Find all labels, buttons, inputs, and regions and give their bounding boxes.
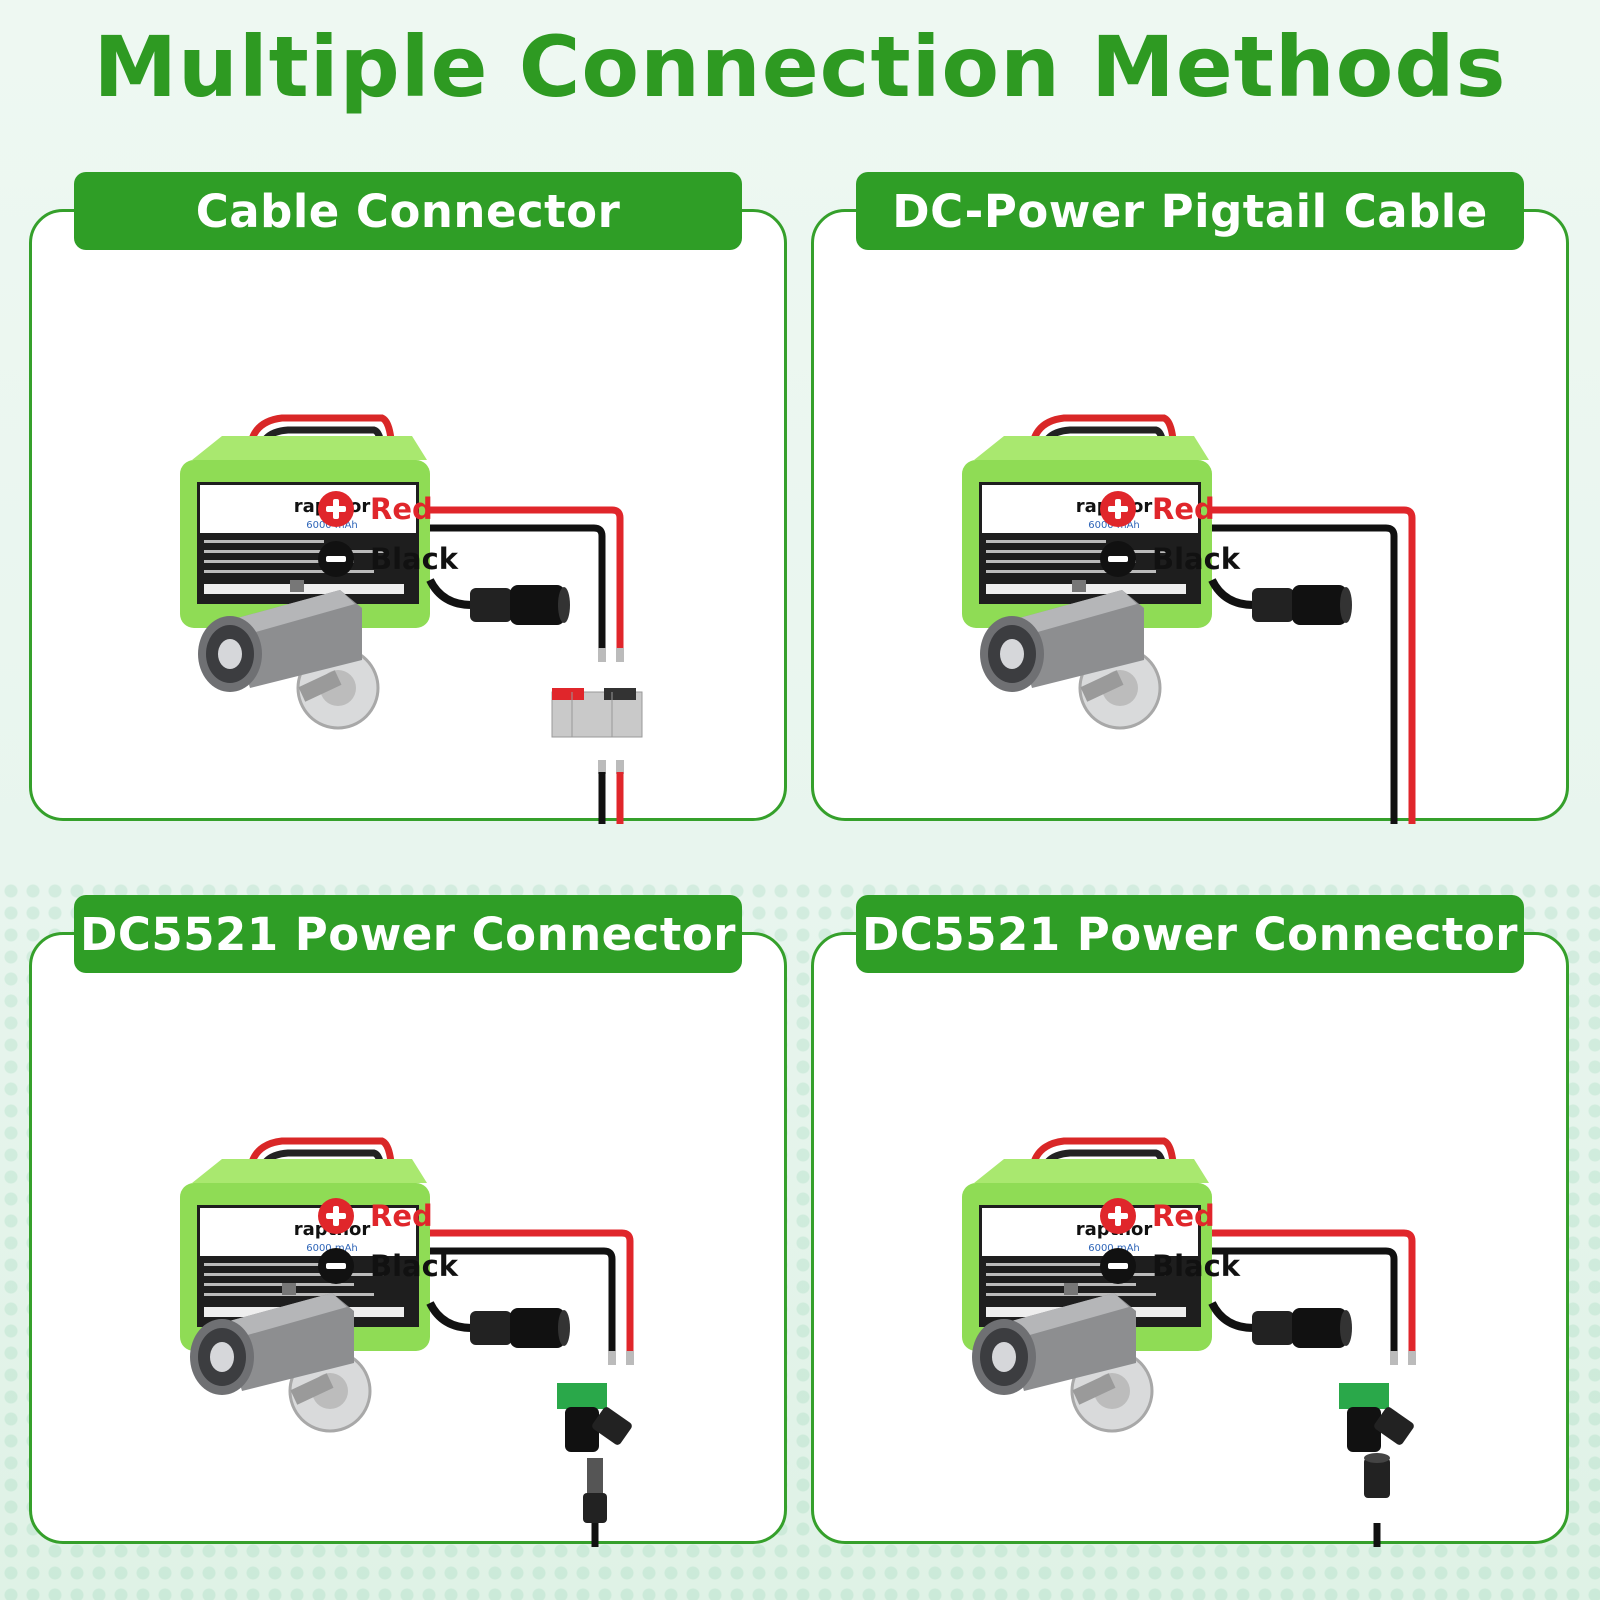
positive-label: Red bbox=[370, 1199, 433, 1233]
positive-label: Red bbox=[1152, 492, 1215, 526]
battery-icon: rapthor 6000 mAh bbox=[962, 414, 1212, 628]
camera-icon bbox=[198, 580, 380, 730]
connection-panel: DC-Power Pigtail Cable rapthor 6000 mAh bbox=[811, 172, 1569, 824]
battery-icon: rapthor 6000 mAh bbox=[180, 414, 430, 628]
legend-positive-row: Red bbox=[1100, 1191, 1240, 1241]
panel-heading: Cable Connector bbox=[74, 172, 742, 250]
minus-icon bbox=[1100, 1248, 1136, 1284]
connection-panel: Cable Connector rapthor 6000 mAh bbox=[29, 172, 787, 824]
wire-connector-icon bbox=[551, 688, 643, 738]
dc-jack-icon bbox=[426, 578, 570, 625]
connection-panel: DC5521 Power Connector rapthor 6000 mAh bbox=[811, 895, 1569, 1547]
connection-diagram: rapthor 6000 mAh bbox=[180, 414, 643, 824]
minus-icon bbox=[1100, 541, 1136, 577]
camera-icon bbox=[980, 580, 1162, 730]
negative-label: Black bbox=[370, 1249, 459, 1283]
panel-heading: DC5521 Power Connector bbox=[74, 895, 742, 973]
legend-positive-row: Red bbox=[1100, 484, 1240, 534]
polarity-legend: Red Black bbox=[1100, 484, 1240, 584]
legend-negative-row: Black bbox=[1100, 1241, 1240, 1291]
legend-negative-row: Black bbox=[318, 534, 458, 584]
connection-diagram: rapthor 6000 mAh bbox=[962, 414, 1416, 824]
negative-label: Black bbox=[1152, 542, 1241, 576]
panel-heading: DC-Power Pigtail Cable bbox=[856, 172, 1524, 250]
dc-jack-icon bbox=[426, 1301, 570, 1348]
positive-label: Red bbox=[1152, 1199, 1215, 1233]
camera-icon bbox=[972, 1283, 1154, 1433]
legend-positive-row: Red bbox=[318, 484, 458, 534]
polarity-legend: Red Black bbox=[318, 484, 458, 584]
minus-icon bbox=[318, 1248, 354, 1284]
minus-icon bbox=[318, 541, 354, 577]
plus-icon bbox=[318, 1198, 354, 1234]
legend-negative-row: Black bbox=[1100, 534, 1240, 584]
dc-jack-icon bbox=[1339, 1383, 1414, 1452]
connection-panel: DC5521 Power Connector rapthor 6000 mAh bbox=[29, 895, 787, 1547]
dc-jack-icon bbox=[557, 1383, 632, 1452]
panel-heading: DC5521 Power Connector bbox=[856, 895, 1524, 973]
plus-icon bbox=[1100, 491, 1136, 527]
dc-jack-icon bbox=[1208, 578, 1352, 625]
plus-icon bbox=[1100, 1198, 1136, 1234]
polarity-legend: Red Black bbox=[1100, 1191, 1240, 1291]
positive-label: Red bbox=[370, 492, 433, 526]
dc-jack-icon bbox=[1208, 1301, 1352, 1348]
page-title: Multiple Connection Methods bbox=[93, 18, 1507, 116]
negative-label: Black bbox=[370, 542, 459, 576]
connection-diagram: rapthor 6000 mAh bbox=[962, 1137, 1416, 1547]
legend-negative-row: Black bbox=[318, 1241, 458, 1291]
plus-icon bbox=[318, 491, 354, 527]
negative-label: Black bbox=[1152, 1249, 1241, 1283]
legend-positive-row: Red bbox=[318, 1191, 458, 1241]
polarity-legend: Red Black bbox=[318, 1191, 458, 1291]
camera-icon bbox=[190, 1283, 372, 1433]
